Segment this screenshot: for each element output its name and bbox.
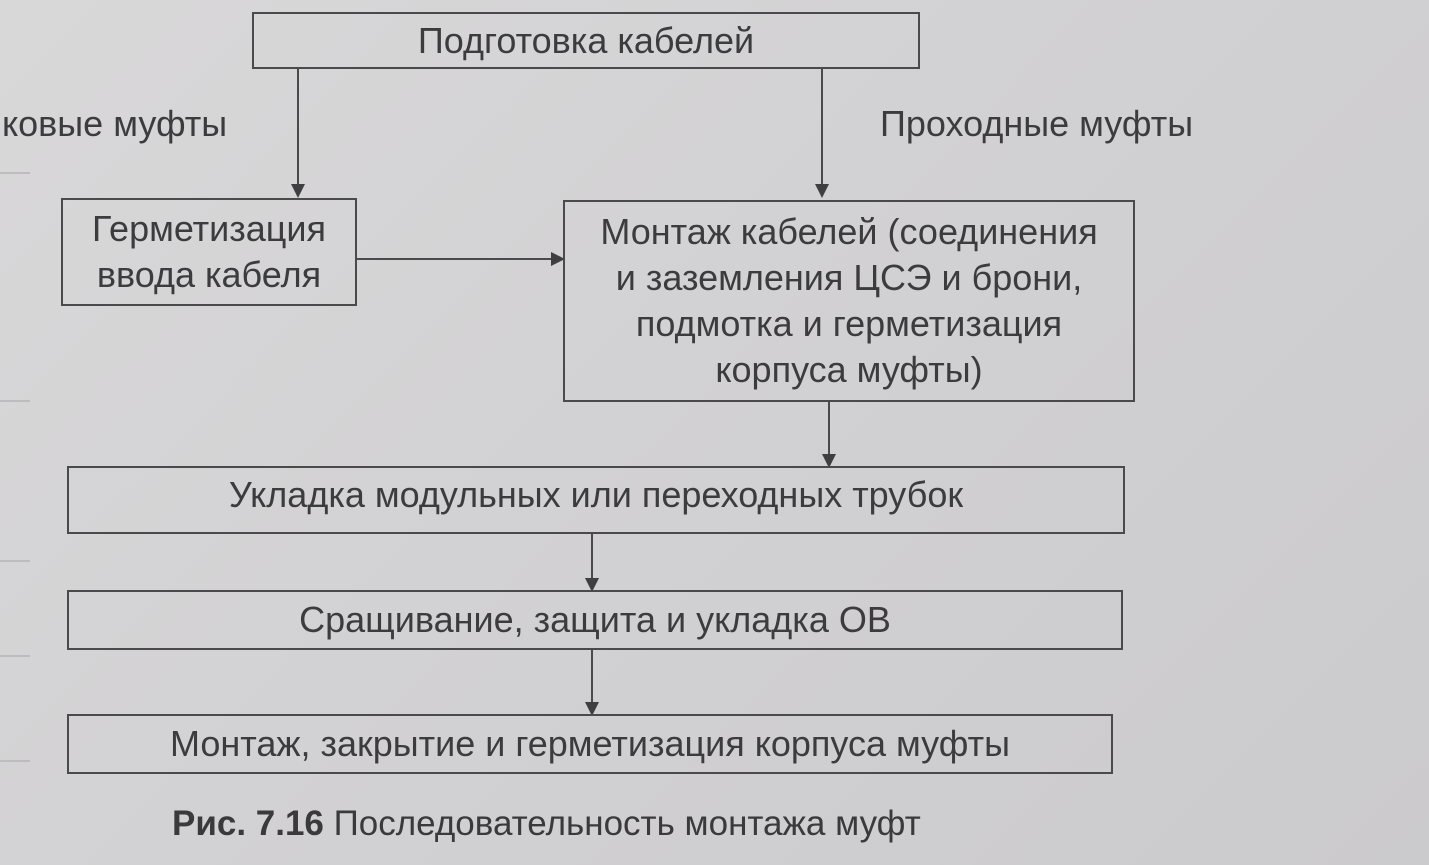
branch-label-left: ковые муфты (2, 103, 228, 144)
margin-mark (0, 172, 30, 174)
node-fiber-splicing-label: Сращивание, защита и укладка ОВ (299, 599, 891, 640)
node-seal-cable-entry-line1: Герметизация (91, 208, 327, 249)
figure-caption-number: Рис. 7.16 (172, 804, 324, 843)
node-cable-mounting-line4: корпуса муфты) (715, 349, 983, 390)
node-fiber-splicing: Сращивание, защита и укладка ОВ (67, 590, 1123, 650)
node-cable-mounting-line1: Монтаж кабелей (соединения (600, 211, 1098, 252)
margin-mark (0, 560, 30, 562)
node-seal-cable-entry: Герметизация ввода кабеля (61, 198, 357, 306)
node-tube-laying: Укладка модульных или переходных трубок (67, 466, 1125, 534)
margin-mark (0, 760, 30, 762)
node-cable-mounting-line2: и заземления ЦСЭ и брони, (615, 257, 1083, 298)
margin-mark (0, 400, 30, 402)
node-closure-sealing: Монтаж, закрытие и герметизация корпуса … (67, 714, 1113, 774)
branch-label-right: Проходные муфты (880, 103, 1194, 144)
node-cable-mounting-line3: подмотка и герметизация (635, 303, 1063, 344)
figure-caption: Рис. 7.16 Последовательность монтажа муф… (172, 802, 921, 846)
node-cable-mounting: Монтаж кабелей (соединения и заземления … (563, 200, 1135, 402)
figure-caption-text: Последовательность монтажа муфт (333, 804, 921, 843)
node-closure-sealing-label: Монтаж, закрытие и герметизация корпуса … (170, 723, 1010, 764)
node-cable-preparation-label: Подготовка кабелей (417, 19, 755, 61)
node-tube-laying-label: Укладка модульных или переходных трубок (228, 474, 964, 515)
node-seal-cable-entry-line2: ввода кабеля (96, 254, 322, 295)
margin-mark (0, 655, 30, 657)
node-cable-preparation: Подготовка кабелей (252, 12, 920, 69)
